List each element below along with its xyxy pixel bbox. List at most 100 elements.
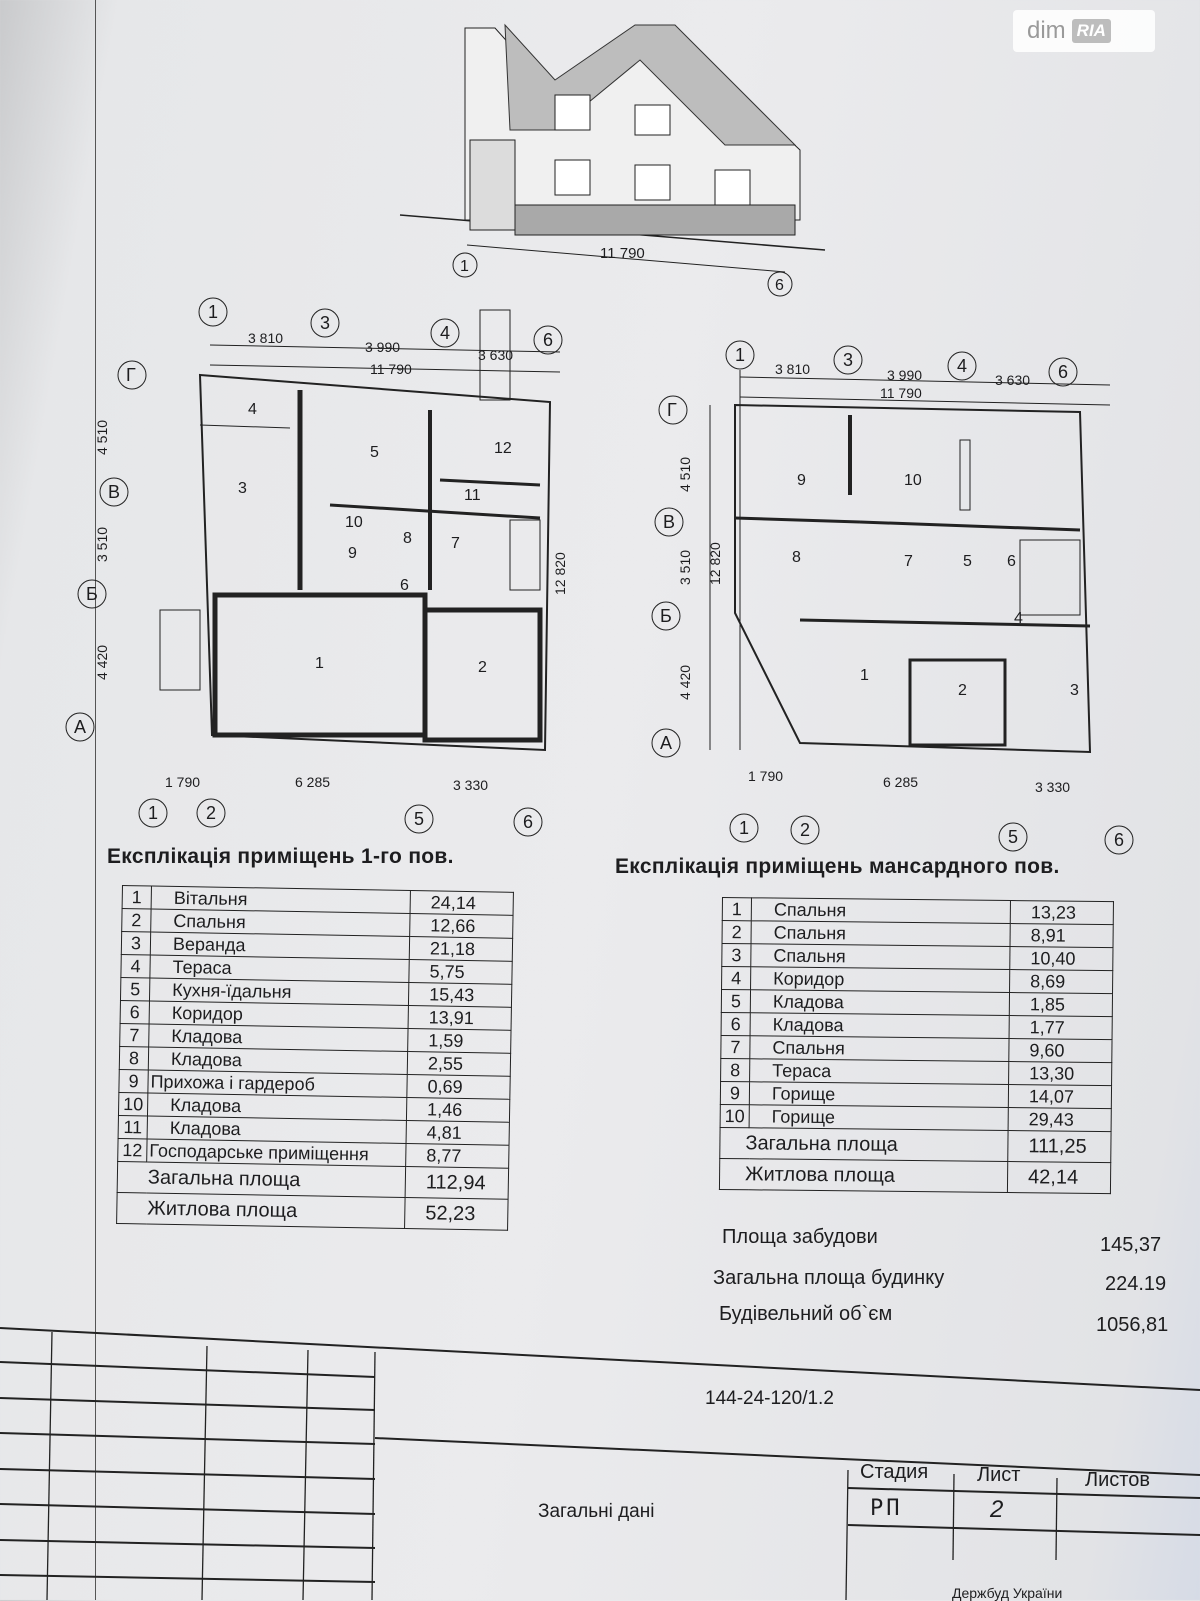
drawing-code: 144-24-120/1.2 bbox=[705, 1388, 834, 1409]
axis-marker: Б bbox=[660, 606, 672, 626]
axis-marker: 6 bbox=[775, 277, 784, 294]
room-number: 12 bbox=[494, 440, 512, 457]
ground-floor-explication-title: Експлікація приміщень 1-го пов. bbox=[107, 845, 454, 868]
room-area-cell: 1,77 bbox=[1009, 1015, 1113, 1040]
room-number: 3 bbox=[238, 480, 247, 497]
room-number-cell: 1 bbox=[722, 897, 752, 921]
room-name-cell: Спальня bbox=[751, 897, 1011, 924]
axis-marker: 1 bbox=[148, 803, 158, 823]
room-number: 8 bbox=[792, 549, 801, 566]
room-number-cell: 7 bbox=[720, 1035, 751, 1059]
room-number-cell: 9 bbox=[720, 1081, 750, 1105]
title-block-grid bbox=[0, 1327, 1200, 1600]
room-number: 7 bbox=[451, 535, 460, 552]
axis-marker: 5 bbox=[1008, 827, 1018, 847]
dimension-label: 11 790 bbox=[370, 361, 412, 377]
dimension-label: 12 820 bbox=[707, 542, 723, 585]
room-number-cell: 2 bbox=[722, 920, 752, 944]
room-number-cell: 6 bbox=[120, 1000, 150, 1024]
stage-label: Стадия bbox=[860, 1461, 929, 1483]
stage-value: РП bbox=[870, 1496, 903, 1521]
living-area-value: 42,14 bbox=[1007, 1161, 1111, 1194]
dimension-label: 6 285 bbox=[295, 774, 330, 790]
room-name-cell: Кладова bbox=[750, 1012, 1010, 1039]
summary-label: Загальна площа будинку bbox=[713, 1267, 945, 1289]
room-area-cell: 8,91 bbox=[1010, 923, 1114, 948]
facade-elevation: 11 790 1 6 bbox=[399, 23, 826, 297]
axis-marker: 1 bbox=[208, 302, 218, 322]
total-area-label: Загальна площа bbox=[719, 1127, 1009, 1162]
room-area-cell: 5,75 bbox=[408, 959, 513, 985]
room-number: 7 bbox=[904, 553, 913, 570]
room-area-cell: 2,55 bbox=[407, 1051, 511, 1077]
axis-marker: Г bbox=[126, 365, 136, 385]
ground-floor-plan: 3 810 3 990 3 630 11 790 4 510 3 510 4 4… bbox=[65, 297, 568, 837]
summary-label: Будівельний об`єм bbox=[719, 1303, 893, 1325]
room-area-cell: 1,46 bbox=[406, 1097, 510, 1123]
room-number-cell: 11 bbox=[118, 1115, 148, 1139]
room-area-cell: 12,66 bbox=[409, 913, 514, 939]
room-number: 10 bbox=[904, 472, 922, 489]
summary-label: Площа забудови bbox=[722, 1226, 878, 1248]
room-number: 6 bbox=[400, 577, 409, 594]
room-area-cell: 13,23 bbox=[1010, 900, 1114, 925]
room-number-cell: 3 bbox=[121, 931, 151, 956]
axis-marker: 2 bbox=[206, 803, 216, 823]
sheet-name: Загальні дані bbox=[538, 1501, 655, 1522]
room-number: 4 bbox=[248, 401, 257, 418]
watermark-logo: dim RIA bbox=[1013, 10, 1155, 52]
room-name-cell: Спальня bbox=[751, 920, 1011, 947]
dimension-label: 1 790 bbox=[748, 768, 783, 784]
room-number: 5 bbox=[370, 444, 379, 461]
organization: Держбуд України bbox=[952, 1585, 1063, 1601]
axis-marker: Г bbox=[667, 400, 677, 420]
room-area-cell: 0,69 bbox=[406, 1074, 511, 1100]
room-number: 10 bbox=[345, 514, 363, 531]
dimension-label: 4 510 bbox=[94, 420, 110, 455]
axis-marker: 6 bbox=[1058, 362, 1068, 382]
living-area-label: Житлова площа bbox=[719, 1158, 1008, 1193]
dimension-label: 3 330 bbox=[1035, 779, 1070, 795]
axis-marker: В bbox=[663, 512, 675, 532]
axis-marker: 3 bbox=[320, 313, 330, 333]
room-number: 5 bbox=[963, 553, 972, 570]
room-number-cell: 5 bbox=[120, 977, 150, 1001]
room-number: 8 bbox=[403, 530, 412, 547]
axis-marker: 1 bbox=[739, 818, 749, 838]
summary-value: 1056,81 bbox=[1096, 1314, 1169, 1336]
room-number-cell: 10 bbox=[720, 1104, 750, 1128]
summary-value: 145,37 bbox=[1100, 1234, 1162, 1256]
room-number: 3 bbox=[1070, 682, 1079, 699]
sheet-value: 2 bbox=[990, 1496, 1004, 1523]
dimension-label: 3 810 bbox=[248, 330, 283, 346]
room-number-cell: 9 bbox=[118, 1069, 149, 1093]
room-name-cell: Горище bbox=[749, 1081, 1009, 1108]
room-area-cell: 13,30 bbox=[1008, 1061, 1112, 1086]
room-area-cell: 1,59 bbox=[407, 1028, 512, 1054]
room-number-cell: 8 bbox=[119, 1046, 149, 1070]
axis-marker: 1 bbox=[460, 258, 469, 275]
room-area-cell: 29,43 bbox=[1008, 1107, 1112, 1132]
dimension-label: 4 510 bbox=[677, 457, 693, 492]
dimension-label: 3 990 bbox=[887, 367, 922, 383]
room-number: 11 bbox=[464, 487, 481, 504]
room-area-cell: 8,69 bbox=[1009, 969, 1113, 994]
total-area-label: Загальна площа bbox=[117, 1161, 406, 1198]
axis-marker: А bbox=[74, 717, 86, 737]
room-name-cell: Тераса bbox=[749, 1058, 1009, 1085]
axis-marker: 6 bbox=[523, 812, 533, 832]
room-name-cell: Кладова bbox=[750, 989, 1010, 1016]
dimension-label: 1 790 bbox=[165, 774, 200, 790]
room-number-cell: 4 bbox=[721, 966, 751, 990]
room-number: 1 bbox=[315, 655, 324, 672]
room-area-cell: 13,91 bbox=[408, 1005, 512, 1031]
attic-floor-plan: 3 810 3 990 3 630 11 790 4 510 3 510 4 4… bbox=[651, 340, 1134, 855]
room-number: 9 bbox=[797, 472, 806, 489]
axis-marker: 6 bbox=[1114, 830, 1124, 850]
